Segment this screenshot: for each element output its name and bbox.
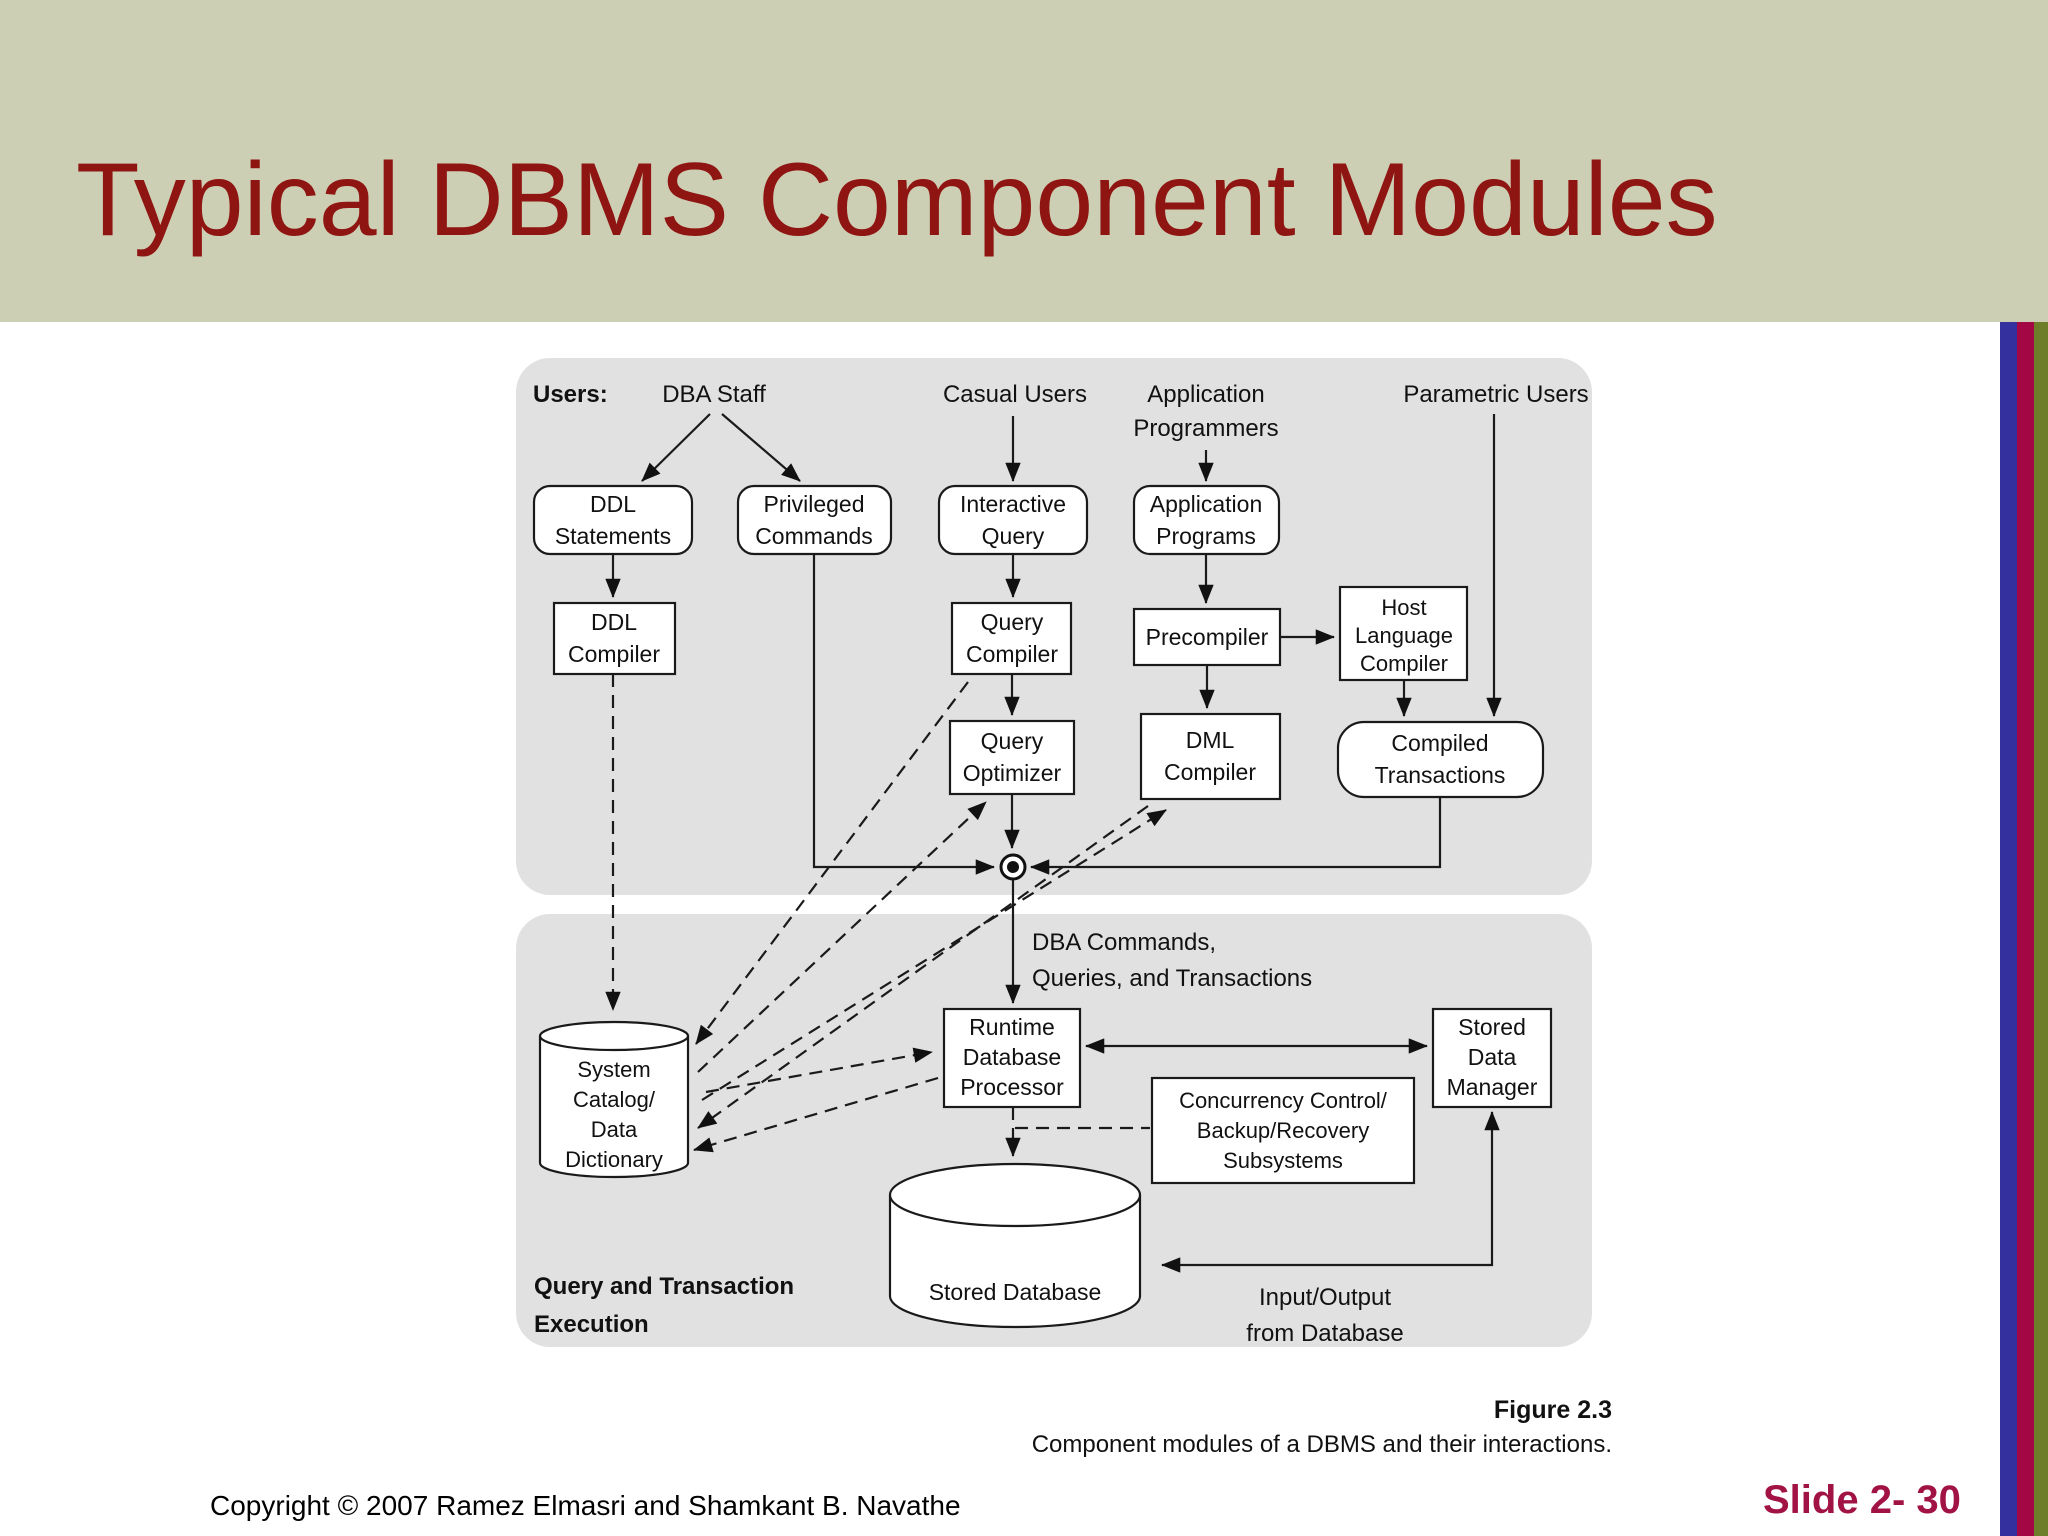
node-label: DDL — [590, 491, 636, 517]
figure-caption-text: Component modules of a DBMS and their in… — [1032, 1431, 1612, 1458]
edge-compiledtransactions-to-junction — [1030, 797, 1442, 875]
label-dba-staff: DBA Staff — [662, 381, 766, 408]
node-label: Data — [591, 1117, 638, 1142]
edge-storeddatamanager-storeddatabase-io — [1161, 1111, 1500, 1273]
node-label: Optimizer — [963, 760, 1062, 786]
node-label: Stored — [1458, 1014, 1526, 1040]
edge-querycompiler-to-catalog — [695, 681, 969, 1045]
node-label: Compiled — [1391, 730, 1488, 756]
node-label: Concurrency Control/ — [1179, 1088, 1388, 1113]
label-parametric-users: Parametric Users — [1403, 381, 1588, 408]
node-ddl-statements: DDL Statements — [532, 484, 694, 556]
node-ddl-compiler: DDL Compiler — [552, 601, 677, 676]
edge-dbastaff-to-privilegedcommands — [721, 413, 801, 482]
edge-catalog-to-runtimeprocessor — [705, 1047, 933, 1094]
node-label: Stored Database — [929, 1279, 1102, 1305]
label-query-transaction-execution: Execution — [534, 1311, 649, 1338]
node-label: Language — [1355, 623, 1453, 648]
copyright-text: Copyright © 2007 Ramez Elmasri and Shamk… — [210, 1490, 961, 1521]
edge-runtimeprocessor-to-catalog — [693, 1076, 939, 1153]
node-label: Compiler — [1360, 651, 1448, 676]
label-io-from-database: Input/Output — [1259, 1284, 1391, 1311]
node-label: Precompiler — [1146, 624, 1269, 650]
label-io-from-database: from Database — [1246, 1320, 1403, 1347]
label-dba-commands: Queries, and Transactions — [1032, 965, 1312, 992]
node-concurrency-subsystems: Concurrency Control/ Backup/Recovery Sub… — [1150, 1076, 1416, 1185]
users-label: Users: — [533, 381, 608, 408]
node-system-catalog: System Catalog/ Data Dictionary — [538, 1020, 690, 1179]
node-label: Programs — [1156, 523, 1256, 549]
label-application-programmers: Application — [1147, 381, 1264, 408]
figure-caption-label: Figure 2.3 — [1494, 1396, 1612, 1424]
node-label: DML — [1186, 727, 1235, 753]
node-compiled-transactions: Compiled Transactions — [1336, 720, 1545, 799]
node-label: Catalog/ — [573, 1087, 656, 1112]
node-stored-data-manager: Stored Data Manager — [1431, 1007, 1553, 1109]
label-dba-commands: DBA Commands, — [1032, 929, 1216, 956]
node-label: Compiler — [966, 641, 1058, 667]
label-application-programmers: Programmers — [1133, 415, 1278, 442]
node-application-programs: Application Programs — [1132, 484, 1281, 556]
label-query-transaction-execution: Query and Transaction — [534, 1273, 794, 1300]
junction-node — [999, 853, 1027, 881]
node-label: Privileged — [764, 491, 865, 517]
edge-catalog-to-dmlcompiler — [701, 809, 1167, 1101]
node-label: Dictionary — [565, 1147, 663, 1172]
node-label: Subsystems — [1223, 1148, 1343, 1173]
node-label: Query — [981, 609, 1044, 635]
node-label: DDL — [591, 609, 637, 635]
edge-dmlcompiler-to-catalog — [697, 805, 1149, 1129]
node-stored-database: Stored Database — [888, 1162, 1142, 1329]
slide-number: Slide 2- 30 — [1763, 1478, 1961, 1522]
node-query-optimizer: Query Optimizer — [948, 719, 1076, 796]
slide-title: Typical DBMS Component Modules — [76, 142, 1718, 258]
node-label: System — [577, 1057, 650, 1082]
node-precompiler: Precompiler — [1132, 607, 1282, 667]
node-query-compiler: Query Compiler — [950, 601, 1073, 676]
edge-privilegedcommands-to-junction — [812, 554, 995, 875]
node-label: Processor — [960, 1074, 1064, 1100]
node-dml-compiler: DML Compiler — [1139, 712, 1282, 801]
node-label: Query — [982, 523, 1045, 549]
edge-stripe-blue — [2000, 322, 2017, 1536]
edge-dbastaff-to-ddlstatements — [641, 413, 711, 482]
header-band — [0, 0, 2048, 322]
node-label: Backup/Recovery — [1197, 1118, 1369, 1143]
edge-stripe-olive — [2034, 322, 2048, 1536]
node-host-language-compiler: Host Language Compiler — [1338, 585, 1469, 682]
node-privileged-commands: Privileged Commands — [736, 484, 893, 556]
node-label: Query — [981, 728, 1044, 754]
node-label: Runtime — [969, 1014, 1055, 1040]
node-label: Commands — [755, 523, 873, 549]
node-label: Interactive — [960, 491, 1066, 517]
node-label: Statements — [555, 523, 671, 549]
node-label: Manager — [1447, 1074, 1538, 1100]
node-label: Compiler — [1164, 759, 1256, 785]
node-label: Compiler — [568, 641, 660, 667]
node-interactive-query: Interactive Query — [937, 484, 1089, 556]
node-label: Application — [1150, 491, 1263, 517]
edge-catalog-to-queryoptimizer — [697, 801, 987, 1073]
node-label: Host — [1381, 595, 1426, 620]
node-label: Transactions — [1375, 762, 1506, 788]
node-label: Database — [963, 1044, 1061, 1070]
label-casual-users: Casual Users — [943, 381, 1087, 408]
node-label: Data — [1468, 1044, 1517, 1070]
node-runtime-database-processor: Runtime Database Processor — [942, 1007, 1082, 1109]
edge-stripe-crimson — [2017, 322, 2034, 1536]
